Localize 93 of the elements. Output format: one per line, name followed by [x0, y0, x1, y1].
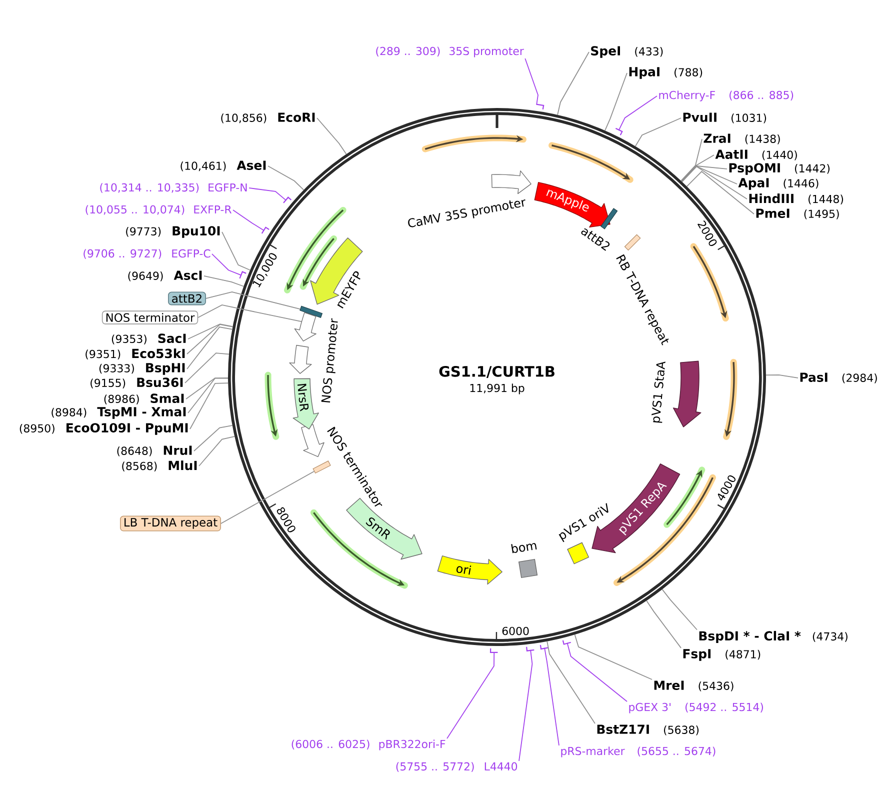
- leader-line: [680, 138, 702, 182]
- primer-label: mCherry-F (866 .. 885): [659, 90, 794, 102]
- plasmid-size: 11,991 bp: [470, 384, 524, 394]
- leader-line: [557, 52, 590, 116]
- feature-block: [289, 344, 312, 374]
- plasmid-name: GS1.1/CURT1B: [439, 366, 554, 378]
- leader-line: [232, 210, 265, 232]
- feature-bar: [300, 306, 323, 318]
- feature-block: [294, 312, 316, 342]
- leader-line: [222, 232, 251, 271]
- leader-line: [681, 165, 728, 182]
- leader-line: [566, 642, 628, 702]
- site-label: (9773) Bpu10I: [126, 226, 220, 238]
- feature-label: NOS promoter: [321, 318, 338, 403]
- site-label: AatII (1440): [715, 150, 797, 160]
- leader-line: [634, 118, 682, 147]
- feature-label: bom: [511, 543, 537, 554]
- leader-line: [316, 118, 347, 155]
- leader-line: [681, 166, 738, 184]
- site-label: BstZ17I (5638): [597, 724, 699, 736]
- feature-block: [672, 360, 702, 428]
- feature-label: pVS1 StaA: [652, 362, 666, 423]
- site-label: (9333) BspHI: [99, 363, 185, 375]
- site-label: HindIII (1448): [749, 194, 844, 204]
- site-label: (8950) EcoO109I - PpuMI: [20, 423, 188, 435]
- site-label: (9649) AscI: [128, 270, 202, 282]
- leader-line: [646, 600, 682, 648]
- leader-line: [574, 634, 652, 680]
- primer-label: (289 .. 309) 35S promoter: [376, 46, 524, 58]
- site-label: SpeI (433): [591, 46, 663, 58]
- feature-block: ori: [437, 555, 502, 585]
- leader-line: [268, 166, 304, 190]
- leader-line: [662, 588, 698, 630]
- leader-line: [198, 304, 302, 322]
- leader-line: [212, 254, 242, 276]
- site-label: FspI (4871): [683, 649, 760, 661]
- primer-label: (6006 .. 6025) pBR322ori-F: [292, 740, 446, 750]
- primer-label: (10,314 .. 10,335) EGFP-N: [100, 183, 247, 193]
- feature-block: [301, 424, 324, 458]
- label-box: NOS terminator: [102, 310, 198, 324]
- site-label: (8648) NruI: [117, 446, 192, 456]
- feature-bar: [624, 234, 641, 251]
- site-label: (8568) MluI: [122, 460, 197, 472]
- site-label: (8984) TspMI - XmaI: [52, 407, 186, 419]
- leader-line: [518, 649, 533, 762]
- leader-line: [682, 166, 748, 200]
- site-label: (8986) SmaI: [104, 394, 184, 404]
- primer-label: (5755 .. 5772) L4440: [396, 762, 518, 772]
- leader-line: [546, 640, 596, 724]
- tick-label: 6000: [502, 626, 529, 636]
- site-label: PasI (2984): [800, 372, 877, 384]
- leader-line: [686, 170, 754, 214]
- feature-label: CaMV 35S promoter: [408, 199, 526, 228]
- leader-line: [680, 154, 714, 182]
- leader-line: [618, 96, 658, 131]
- leader-line: [248, 188, 287, 201]
- primer-label: (9706 .. 9727) EGFP-C: [84, 249, 210, 259]
- site-label: PvuII (1031): [683, 112, 766, 124]
- label-box: attB2: [168, 292, 206, 306]
- site-label: (10,461) AseI: [180, 160, 266, 172]
- site-label: (9353) SacI: [112, 334, 186, 344]
- leader-line: [544, 647, 560, 746]
- site-label: ApaI (1446): [738, 178, 818, 190]
- feature-block: NrsR: [292, 378, 319, 430]
- site-label: HpaI (788): [629, 67, 702, 79]
- site-label: (9351) Eco53kI: [86, 348, 185, 360]
- site-label: (9155) Bsu36I: [90, 378, 183, 388]
- leader-line: [220, 470, 315, 524]
- leader-line: [186, 326, 233, 370]
- leader-line: [604, 72, 628, 132]
- leader-line: [188, 324, 234, 340]
- leader-line: [524, 58, 538, 106]
- leader-line: [766, 374, 798, 378]
- leader-line: [198, 436, 236, 466]
- primer-label: pGEX 3' (5492 .. 5514): [629, 702, 763, 714]
- site-label: PspOMI (1442): [729, 163, 830, 175]
- site-label: PmeI (1495): [756, 208, 839, 220]
- leader-line: [194, 424, 233, 452]
- site-label: (10,856) EcoRI: [221, 112, 315, 124]
- primer-label: (10,055 .. 10,074) EXFP-R: [86, 205, 232, 215]
- primer-label: pRS-marker (5655 .. 5674): [561, 746, 716, 758]
- leader-line: [446, 652, 495, 739]
- feature-block: [491, 170, 532, 194]
- leader-line: [186, 324, 234, 354]
- label-box: LB T-DNA repeat: [120, 516, 221, 532]
- leader-line: [206, 292, 301, 310]
- site-label: BspDI * - ClaI * (4734): [699, 630, 848, 644]
- site-label: ZraI (1438): [704, 134, 780, 144]
- leader-line: [190, 382, 229, 430]
- leader-line: [184, 352, 230, 384]
- leader-line: [186, 378, 228, 400]
- site-label: MreI (5436): [654, 680, 734, 692]
- leader-line: [204, 276, 244, 287]
